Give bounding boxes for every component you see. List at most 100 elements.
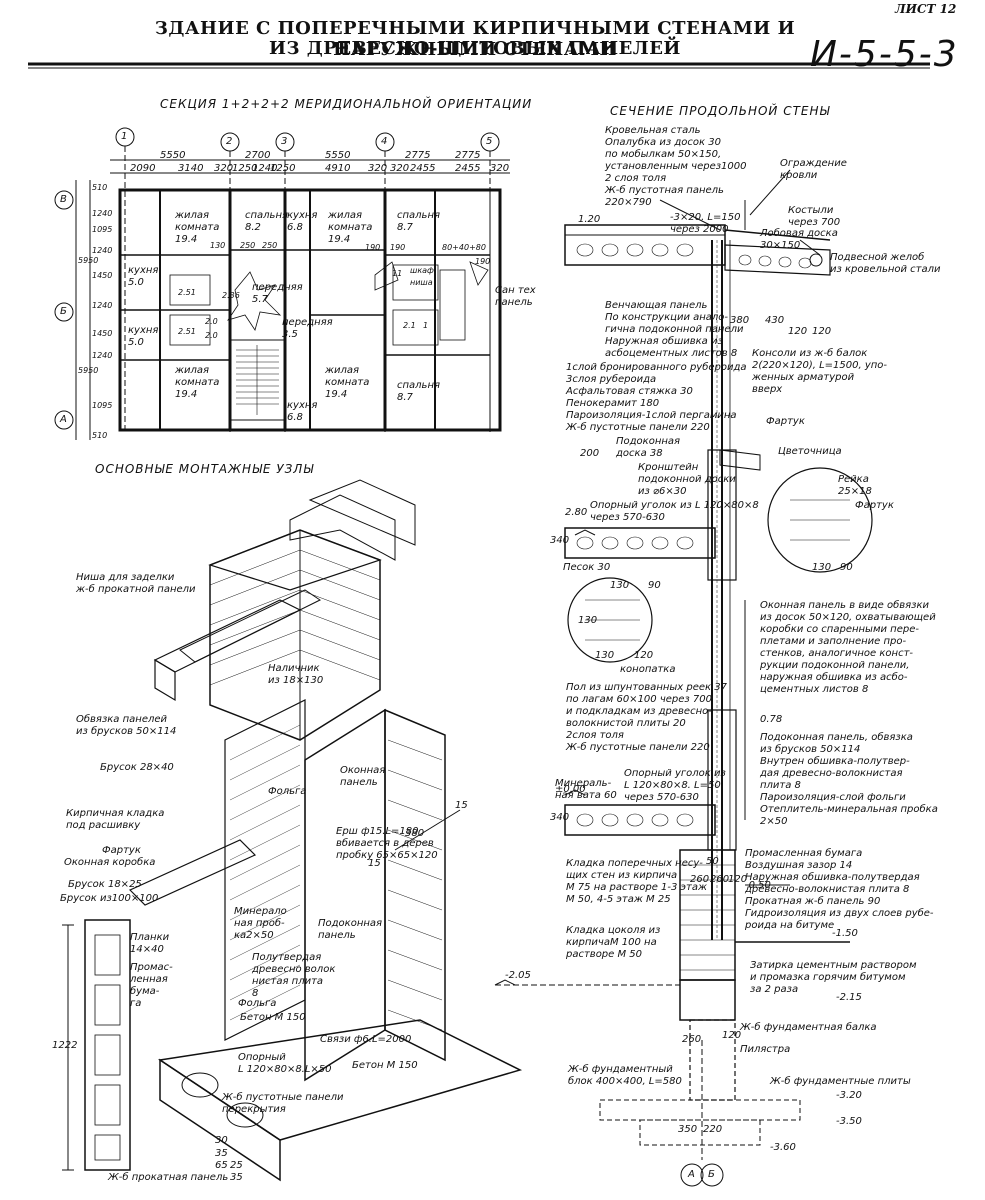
plan-inner-dim: 80+40+80 (442, 243, 486, 252)
plan-axis-label-5: 5 (486, 136, 493, 147)
section-dim: 90 (840, 562, 853, 573)
node-label: Бетон М 150 (240, 1012, 306, 1023)
plan-dim-left-8: 1450 (92, 329, 113, 338)
plan-dim-sub-11: 2455 (455, 163, 481, 174)
section-dim: 120 (634, 650, 654, 661)
plan-dim-left-11: 1095 (92, 401, 113, 410)
plan-axis-label-a: А (60, 414, 67, 425)
section-label: Опорный уголок из L 120×80×8 через 570-6… (590, 500, 759, 523)
node-dim: 35 (230, 1172, 243, 1183)
plan-inner-dim: 1 (423, 321, 429, 330)
section-dim: 260 (690, 874, 710, 885)
section-level: -3.50 (836, 1116, 862, 1127)
plan-dim-left-9: 1240 (92, 351, 113, 360)
section-dim: 220 (703, 1124, 723, 1135)
node-dim: 30 (215, 1135, 228, 1146)
plan-inner-dim: 2.36 (222, 291, 240, 300)
node-label: Брусок из100×100 (60, 893, 159, 904)
plan-dim-sub-12: 320 (490, 163, 510, 174)
section-label: конопатка (620, 664, 676, 675)
plan-inner-dim: 2.0 (205, 331, 218, 340)
section-level: -2.05 (505, 970, 531, 981)
node-dim: 380 (405, 828, 425, 839)
plan-room-label: кухня 5.0 (128, 325, 159, 348)
plan-axis-label-4: 4 (381, 136, 388, 147)
node-label: Ж-б пустотные панели перекрытия (222, 1092, 344, 1115)
section-dim: 120 (788, 326, 808, 337)
plan-room-label: жилая комната 19.4 (328, 210, 373, 245)
section-label: Подвесной желоб из кровельной стали (830, 252, 941, 275)
plan-title: СЕКЦИЯ 1+2+2+2 МЕРИДИОНАЛЬНОЙ ОРИЕНТАЦИИ (160, 97, 533, 111)
plan-room-label: жилая комната 19.4 (175, 210, 220, 245)
section-axis-a: А (688, 1169, 695, 1180)
section-level: -3.60 (770, 1142, 796, 1153)
section-label: Ограждение кровли (780, 158, 847, 181)
section-level: -2.15 (836, 992, 862, 1003)
node-label: Фольга (268, 786, 307, 797)
node-label: Брусок 28×40 (100, 762, 174, 773)
section-label: Венчающая панель По конструкции анало- г… (605, 300, 744, 359)
plan-inner-dim: 2.51 (178, 288, 196, 297)
plan-dim-top-5: 2775 (455, 150, 481, 161)
node-label: Связи ф6.L=2000 (320, 1034, 412, 1045)
node-label: Полутвердая древесно волок нистая плита … (252, 952, 336, 999)
section-label: Костыли через 700 (788, 205, 841, 228)
plan-room-label: передняя 5.7 (252, 282, 303, 305)
section-label: Опорный уголок из L 120×80×8. L=50 через… (624, 768, 726, 803)
node-label: Минерало ная проб- ка2×50 (234, 906, 287, 941)
section-label: Рейка 25×18 (838, 474, 872, 497)
section-label: Песок 30 (563, 562, 611, 573)
section-level: -0.50 (745, 880, 771, 891)
plan-inner-dim: 2.1 (403, 321, 416, 330)
section-dim: 430 (765, 315, 785, 326)
section-label: Минераль- ная вата 60 (555, 778, 617, 801)
node-label: Ерш ф15.L=180 вбивается в дерев пробку 6… (336, 826, 438, 861)
node-dim: 15 (368, 858, 381, 869)
plan-inner-dim: 250 (240, 241, 256, 250)
section-label: Консоли из ж-б балок 2(220×120), L=1500,… (752, 348, 888, 395)
plan-room-label: кухня 6.8 (287, 400, 318, 423)
plan-room-label: шкаф ниша (410, 266, 434, 287)
plan-dim-top-2: 2700 (245, 150, 271, 161)
section-label: Ж-б фундаментные плиты (770, 1076, 911, 1087)
section-label: Цветочница (778, 446, 842, 457)
plan-note-santech: Сан тех панель (495, 285, 536, 308)
node-dim: 35 (215, 1148, 228, 1159)
section-dim: 90 (648, 580, 661, 591)
section-level: 2.80 (565, 507, 588, 518)
plan-inner-dim: 130 (210, 241, 226, 250)
section-label: Гидроизоляция из двух слоев рубе- роида … (745, 908, 934, 931)
plan-dim-sub-8: 320 (368, 163, 388, 174)
section-label: Лобовая доска 30×150 (760, 228, 838, 251)
wall-section-drawing (494, 169, 873, 1187)
section-level: ±0.00 (555, 784, 586, 795)
plan-axis-label-v: В (60, 194, 67, 205)
plan-dim-left-10: 5950 (78, 366, 99, 375)
section-dim: 350 (678, 1124, 698, 1135)
plan-dim-sub-6: 1250 (270, 163, 296, 174)
nodes-title: ОСНОВНЫЕ МОНТАЖНЫЕ УЗЛЫ (95, 462, 315, 476)
plan-inner-dim: 190 (365, 243, 381, 252)
section-label: Ж-б фундаментная балка (740, 1022, 877, 1033)
plan-dim-sub-2: 3140 (178, 163, 204, 174)
section-dim: 120 (722, 1030, 742, 1041)
plan-room-label: спальня 8.2 (245, 210, 289, 233)
floor-plan (54, 127, 510, 440)
section-dim: 340 (550, 812, 570, 823)
plan-inner-dim: 250 (262, 241, 278, 250)
plan-dim-top-1: 5550 (160, 150, 186, 161)
plan-inner-dim: 190 (390, 243, 406, 252)
node-label: Брусок 18×25 (68, 879, 142, 890)
node-dim: 15 (455, 800, 468, 811)
section-dim: 50 (706, 856, 719, 867)
plan-dim-left-1: 510 (92, 183, 108, 192)
section-label: Промасленная бумага Воздушная зазор 14 Н… (745, 848, 920, 907)
node-label: Планки 14×40 (130, 932, 170, 955)
plan-inner-dim: 2.51 (178, 327, 196, 336)
plan-dim-left-3: 1095 (92, 225, 113, 234)
plan-room-label: кухня 6.8 (287, 210, 318, 233)
plan-axis-markers-left (54, 190, 74, 430)
section-label: Оконная панель в виде обвязки из досок 5… (760, 600, 936, 695)
plan-axis-label-2: 2 (226, 136, 233, 147)
plan-dim-sub-5: 1240 (252, 163, 278, 174)
